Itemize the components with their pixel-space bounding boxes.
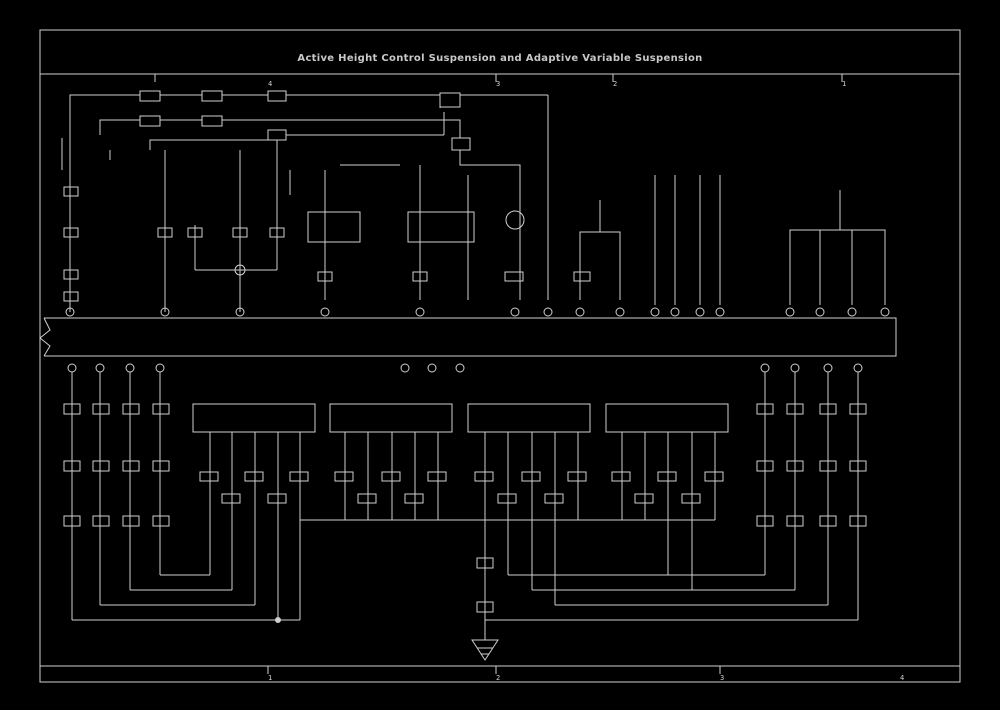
- relay-icon: [201, 115, 223, 127]
- left-fuse-column: [61, 138, 79, 312]
- ground-path: [471, 520, 499, 661]
- fuse-icon: [63, 186, 79, 197]
- control-module: [407, 211, 475, 243]
- bottom-mark-4: 4: [900, 674, 904, 682]
- top-mark-4: 1: [842, 80, 846, 88]
- upper-connector-row: [65, 307, 890, 317]
- fuse-icon: [157, 227, 173, 238]
- bottom-mark-3: 3: [720, 674, 724, 682]
- middle-wiring: [157, 140, 525, 312]
- control-module: [307, 211, 361, 243]
- connector-icon: [504, 271, 524, 282]
- splice-dot-icon: [234, 264, 246, 276]
- fuse-icon: [232, 227, 248, 238]
- relay-icon: [139, 90, 161, 102]
- connector-icon: [317, 271, 333, 282]
- bottom-mark-2: 2: [496, 674, 500, 682]
- top-mark-3: 2: [613, 80, 617, 88]
- relay-icon: [201, 90, 223, 102]
- bottom-routing: [72, 574, 858, 623]
- power-feed-lines: [61, 94, 549, 300]
- column-marks: 4 3 2 1 1 2 3 4: [154, 74, 904, 682]
- bottom-mark-1: 1: [268, 674, 272, 682]
- connector-icon: [63, 291, 79, 302]
- left-harness: [63, 372, 170, 620]
- fuse-icon: [187, 227, 203, 238]
- relay-icon: [439, 92, 461, 108]
- fuse-icon: [269, 227, 285, 238]
- lower-connector-row: [67, 363, 863, 373]
- right-harness: [756, 372, 867, 620]
- ground-icon: [471, 639, 499, 661]
- top-relays: [139, 90, 471, 151]
- actuator-module-4: [605, 403, 729, 433]
- actuator-modules: [192, 403, 729, 433]
- top-mark-2: 3: [496, 80, 500, 88]
- relay-icon: [267, 129, 287, 141]
- module-output-wiring: [199, 432, 724, 620]
- actuator-module-1: [192, 403, 316, 433]
- actuator-module-3: [467, 403, 591, 433]
- diagram-title: Active Height Control Suspension and Ada…: [297, 53, 703, 64]
- connector-icon: [412, 271, 428, 282]
- main-control-bus: [39, 317, 897, 357]
- top-mark-1: 4: [268, 80, 272, 88]
- relay-icon: [139, 115, 161, 127]
- fuse-icon: [63, 227, 79, 238]
- relay-icon: [267, 90, 287, 102]
- fuse-icon: [63, 269, 79, 280]
- connector-icon: [573, 271, 591, 282]
- relay-icon: [451, 137, 471, 151]
- sensor-icon: [505, 210, 525, 230]
- page-frame: [39, 29, 961, 683]
- right-input-wires: [573, 175, 886, 305]
- actuator-module-2: [329, 403, 453, 433]
